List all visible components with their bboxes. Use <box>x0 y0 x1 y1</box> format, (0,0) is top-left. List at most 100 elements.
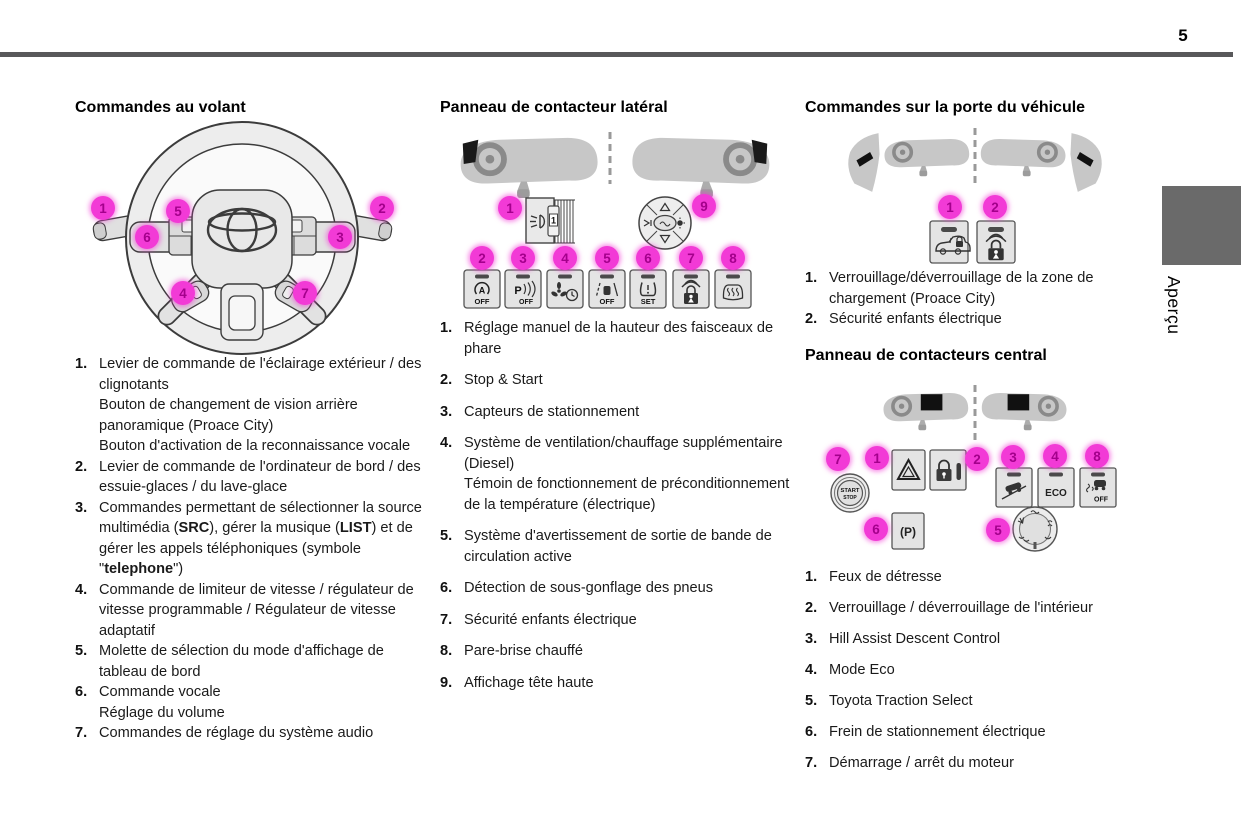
page-number: 5 <box>1178 26 1188 45</box>
list-item-number: 6. <box>75 684 88 700</box>
list-item: 4. Mode Eco <box>805 660 1135 681</box>
eco-mode-button: ECO <box>1037 467 1075 508</box>
side-panel-list: 1. Réglage manuel de la hauteur des fais… <box>440 318 792 704</box>
heated-windscreen-button <box>714 269 752 309</box>
callout-central-2: 2 <box>965 447 989 471</box>
list-item-text: Toyota Traction Select <box>829 693 973 709</box>
list-item-text: Détection de sous-gonflage des pneus <box>464 580 714 596</box>
list-item-number: 5. <box>440 528 453 544</box>
central-switch-panel-diagram: START STOP <box>830 385 1117 552</box>
callout-central-3: 3 <box>1001 445 1025 469</box>
callout-central-8: 8 <box>1085 444 1109 468</box>
indicator-slot <box>684 274 698 279</box>
list-item: 8. Pare-brise chauffé <box>440 641 792 662</box>
side-switch-panel-diagram: 1 <box>440 132 795 309</box>
indicator-slot <box>726 274 740 279</box>
callout-door-1: 1 <box>938 195 962 219</box>
aux-heating-button <box>546 269 584 309</box>
padlock-icon <box>936 459 952 481</box>
list-item: 7. Sécurité enfants électrique <box>440 610 792 631</box>
svg-text:(P): (P) <box>900 525 916 539</box>
callout-side-2: 2 <box>470 246 494 270</box>
callout-side-9: 9 <box>692 194 716 218</box>
list-item: 4. Système de ventilation/chauffage supp… <box>440 433 792 515</box>
list-item-number: 3. <box>805 631 818 647</box>
traction-off-button: OFF <box>1079 467 1117 508</box>
list-item: 9. Affichage tête haute <box>440 673 792 694</box>
steering-wheel-diagram <box>92 121 393 355</box>
door-controls-diagram <box>848 128 1102 264</box>
list-item-text: Verrouillage / déverrouillage de l'intér… <box>829 600 1094 616</box>
list-item-text: Affichage tête haute <box>464 674 594 691</box>
windscreen-heat-icon <box>722 284 744 301</box>
callout-steering-6: 6 <box>135 225 159 249</box>
indicator-slot <box>988 227 1004 232</box>
callout-steering-1: 1 <box>91 196 115 220</box>
list-item: 1. Feux de détresse <box>805 567 1135 588</box>
indicator-slot <box>558 274 572 279</box>
list-item-number: 2. <box>805 600 818 616</box>
indicator-slot <box>1091 472 1105 477</box>
list-item: 2. Stop & Start <box>440 370 792 391</box>
interior-lock-button <box>929 449 967 491</box>
tpms-icon <box>639 282 657 297</box>
timer-icon <box>565 288 579 302</box>
drive-mode-icons <box>1017 510 1053 542</box>
list-item-text: Sécurité enfants électrique <box>829 311 1002 327</box>
skid-car-icon <box>1085 480 1106 493</box>
indicator-slot <box>1007 472 1021 477</box>
list-item-number: 4. <box>440 435 453 451</box>
svg-text:A: A <box>479 286 486 296</box>
steering-controls-list: 1. Levier de commande de l'éclairage ext… <box>75 354 433 744</box>
section-tab-marker <box>1162 186 1241 265</box>
child-lock-button <box>672 269 710 309</box>
hill-descent-icon <box>1001 482 1027 500</box>
display-icon <box>659 221 671 227</box>
list-item-number: 4. <box>75 581 88 598</box>
list-item-text: Démarrage / arrêt du moteur <box>829 755 1014 771</box>
list-item-text: Levier de commande de l'ordinateur de bo… <box>99 458 421 496</box>
van-lock-icon <box>935 235 971 255</box>
list-item-number: 1. <box>440 320 453 336</box>
callout-central-4: 4 <box>1043 444 1067 468</box>
section-tab-label: Aperçu <box>1164 276 1184 335</box>
toyota-logo <box>206 207 278 253</box>
list-item-text: Frein de stationnement électrique <box>829 724 1046 740</box>
headlight-leveling-dial: 1 <box>525 197 575 244</box>
list-item-text: Système de ventilation/chauffage supplém… <box>464 435 790 513</box>
list-item-number: 1. <box>75 356 88 372</box>
callout-steering-3: 3 <box>328 225 352 249</box>
list-item: 7. Commandes de réglage du système audio <box>75 723 433 744</box>
list-item: 1. Levier de commande de l'éclairage ext… <box>75 354 433 457</box>
indicator-slot <box>641 274 655 279</box>
list-item: 5. Molette de sélection du mode d'affich… <box>75 641 433 682</box>
list-item: 5. Toyota Traction Select <box>805 691 1135 712</box>
list-item-text: Système d'avertissement de sortie de ban… <box>464 528 772 565</box>
list-item-number: 4. <box>805 662 818 678</box>
list-item: 2. Sécurité enfants électrique <box>805 309 1135 330</box>
door-child-lock-button <box>976 220 1016 264</box>
door-controls-list: 1. Verrouillage/déverrouillage de la zon… <box>805 268 1135 330</box>
fan-icon <box>551 282 567 297</box>
up-arrow-icon <box>659 202 671 212</box>
callout-steering-7: 7 <box>293 281 317 305</box>
list-item-number: 7. <box>440 611 453 628</box>
callout-central-1: 1 <box>865 446 889 470</box>
svg-text:STOP: STOP <box>843 495 857 501</box>
list-item: 1. Verrouillage/déverrouillage de la zon… <box>805 268 1135 309</box>
list-item: 2. Levier de commande de l'ordinateur de… <box>75 457 433 498</box>
callout-side-5: 5 <box>595 246 619 270</box>
list-item-text: Mode Eco <box>829 662 895 678</box>
list-item-number: 6. <box>440 580 453 596</box>
key-slot <box>956 463 961 480</box>
list-item-number: 3. <box>75 499 88 516</box>
central-panel-title: Panneau de contacteurs central <box>805 347 1047 364</box>
list-item-number: 6. <box>805 724 818 740</box>
list-item: 3. Hill Assist Descent Control <box>805 629 1135 650</box>
list-item-number: 8. <box>440 643 453 659</box>
callout-side-8: 8 <box>721 246 745 270</box>
svg-text:P: P <box>514 285 521 297</box>
svg-text:ECO: ECO <box>1045 488 1067 499</box>
